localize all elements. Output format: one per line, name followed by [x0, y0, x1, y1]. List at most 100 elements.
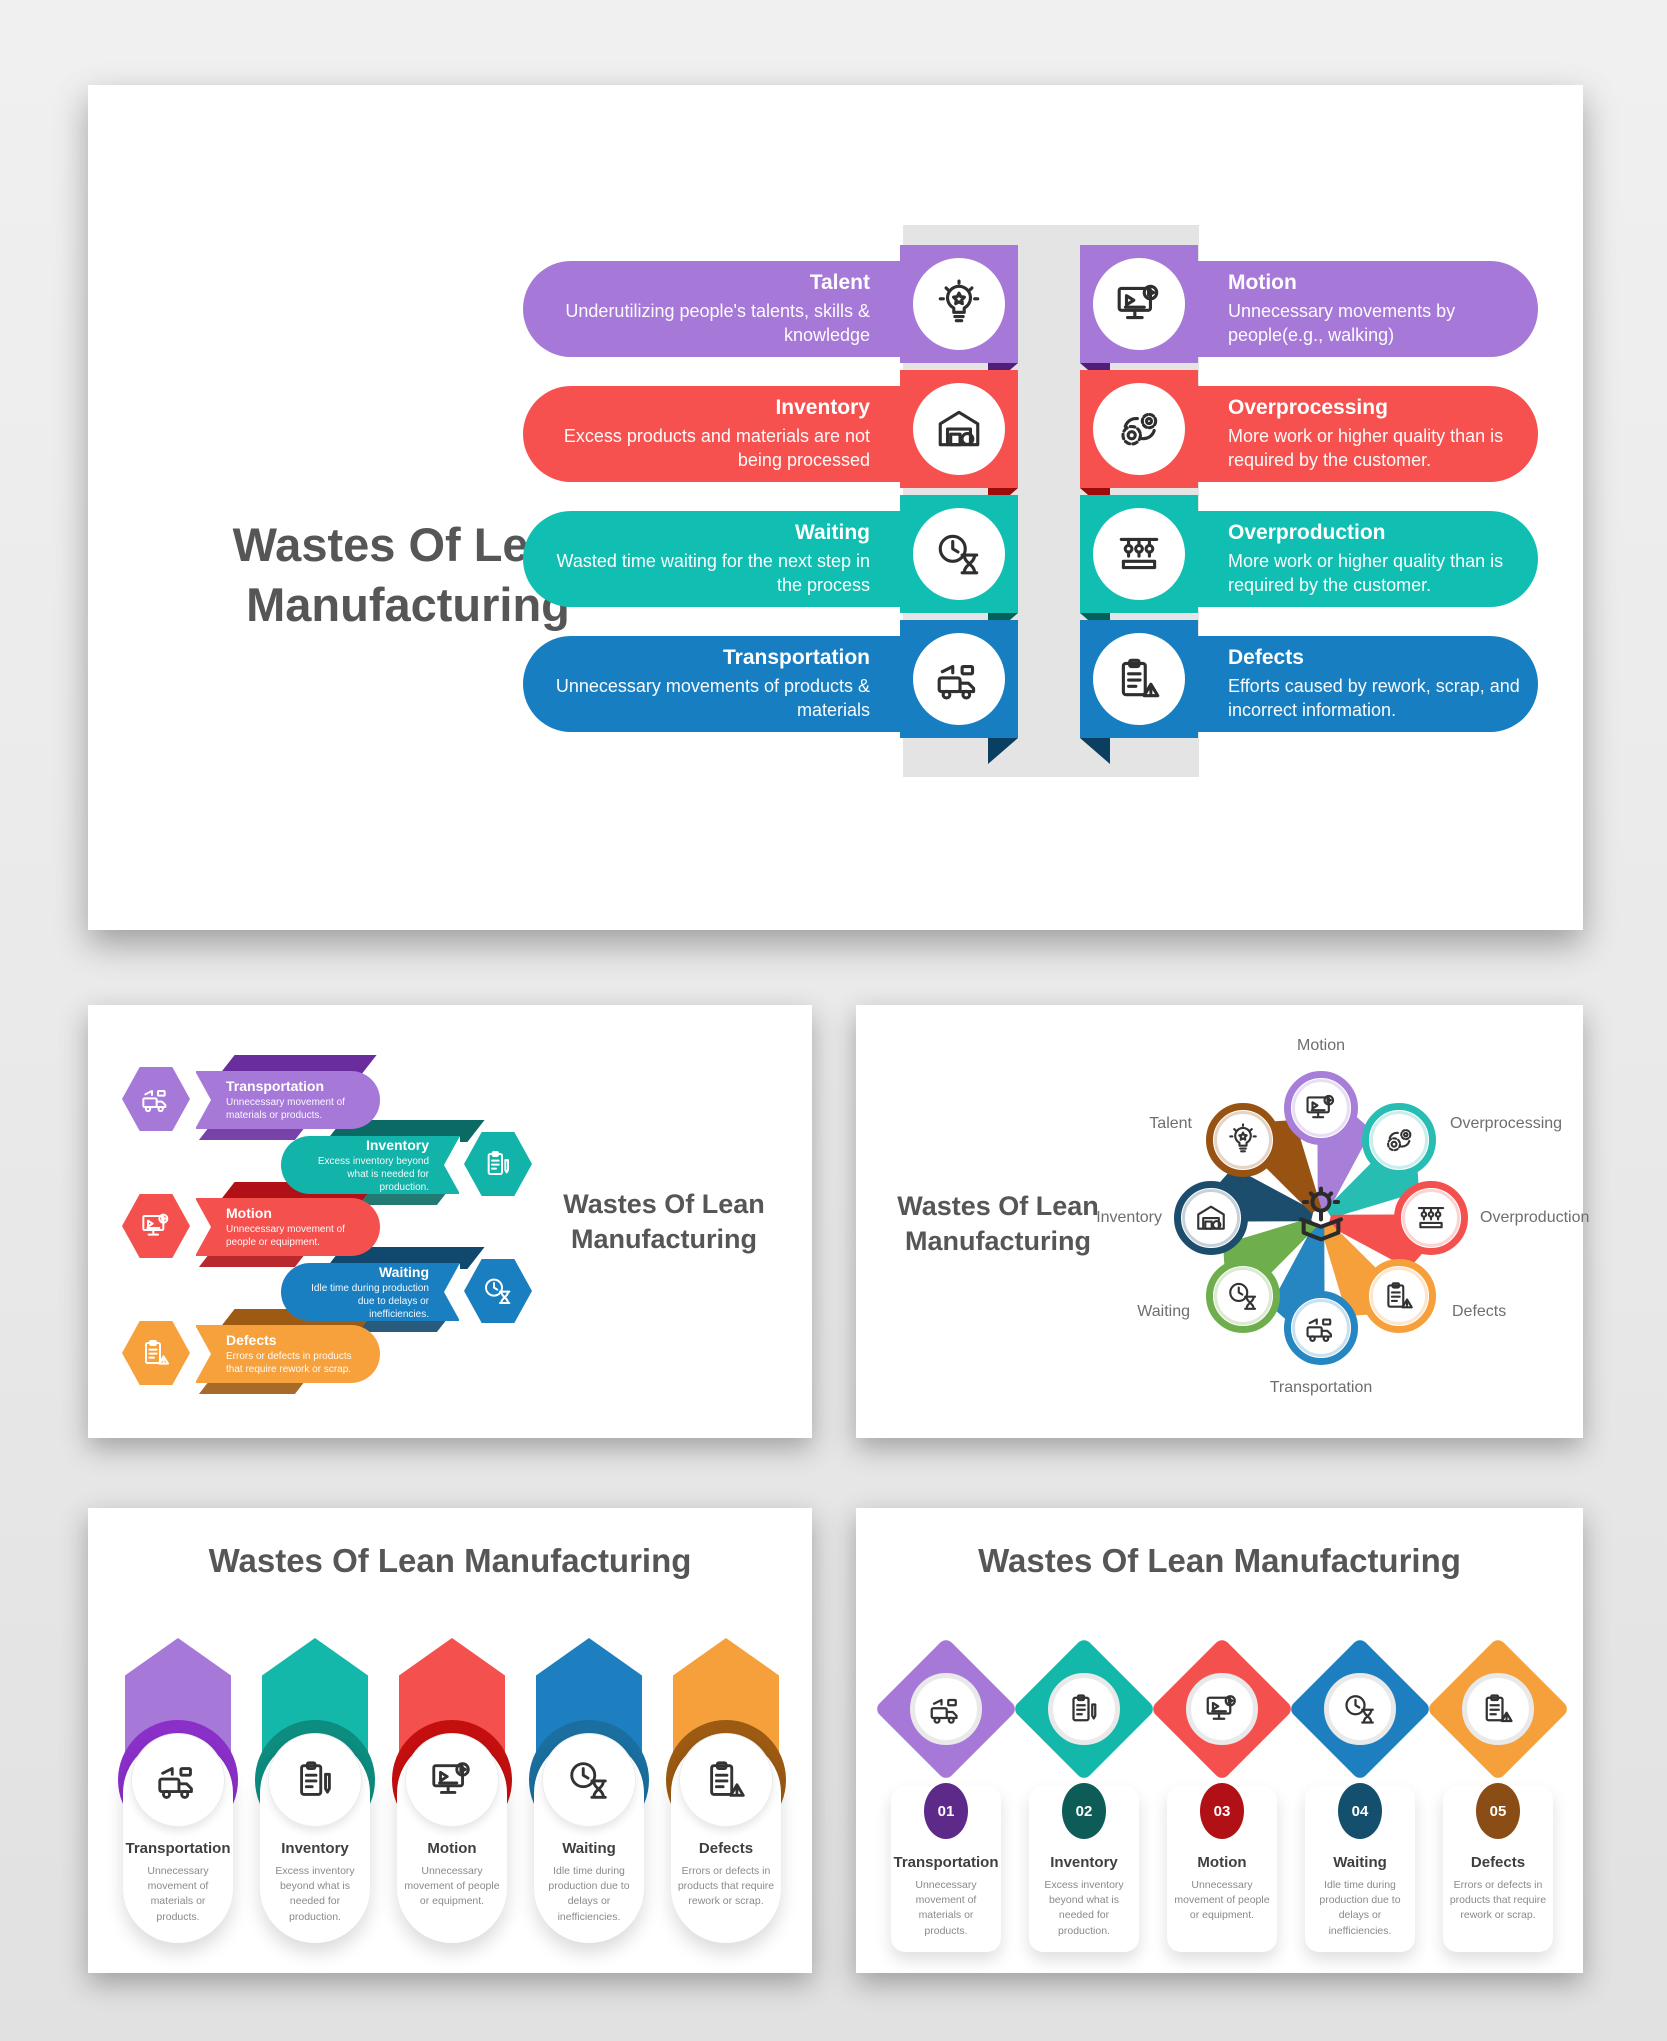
- petal-label: Waiting: [1137, 1303, 1190, 1320]
- pill-label: Inventory: [775, 395, 870, 419]
- clipboard-pen-icon: [292, 1757, 338, 1803]
- pill-body: Defects Efforts caused by rework, scrap,…: [1196, 636, 1538, 732]
- slide-preview-pinwheel[interactable]: Wastes Of Lean Manufacturing: [856, 1005, 1589, 1438]
- waste-pill-inventory: Inventory Excess products and materials …: [523, 370, 1018, 516]
- slide-title: Wastes Of Lean Manufacturing: [563, 1189, 765, 1255]
- pill-description: Wasted time waiting for the next step in…: [556, 550, 870, 595]
- petal-circle-talent: [1206, 1103, 1280, 1177]
- pill-description: More work or higher quality than is requ…: [1228, 425, 1504, 470]
- chevron-label: Motion: [226, 1205, 272, 1221]
- hexagon-icon-badge: [122, 1194, 190, 1258]
- capsule-description: Idle time during production due to delay…: [548, 1865, 630, 1923]
- diamond-icon-circle: [1048, 1673, 1120, 1745]
- chevron-row-inventory: Inventory Excess inventory beyond what i…: [88, 1120, 812, 1212]
- petal-circle-overprocessing: [1362, 1103, 1436, 1177]
- clipboard-warning-icon: [140, 1337, 172, 1369]
- diamond-icon-circle: [910, 1673, 982, 1745]
- capsule-label: Waiting: [562, 1840, 616, 1857]
- pill-icon-tab: [1080, 495, 1198, 613]
- pill-icon-circle: [913, 258, 1005, 350]
- monitor-motion-icon: [140, 1210, 172, 1242]
- pill-icon-circle: [913, 633, 1005, 725]
- capsule-label: Transportation: [125, 1840, 231, 1857]
- petal-label: Overproduction: [1480, 1209, 1590, 1226]
- pill-body: Motion Unnecessary movements by people(e…: [1196, 261, 1538, 357]
- petal-label: Inventory: [1096, 1209, 1162, 1226]
- petal-circle-inventory: [1174, 1181, 1248, 1255]
- gears-icon: [1114, 404, 1164, 454]
- diamond-icon-circle: [1186, 1673, 1258, 1745]
- slide-preview-main[interactable]: Wastes Of Lean Manufacturing Talent Unde…: [88, 85, 1583, 930]
- hexagon-icon-badge: [464, 1259, 532, 1323]
- capsule-icon-circle: [406, 1734, 498, 1826]
- waste-pill-waiting: Waiting Wasted time waiting for the next…: [523, 495, 1018, 641]
- slide-preview-capsules[interactable]: Wastes Of Lean Manufacturing Transportat…: [88, 1508, 812, 1973]
- step-number-badge: 01: [924, 1783, 968, 1839]
- pill-label: Motion: [1228, 270, 1297, 294]
- waste-pill-overprocessing: Overprocessing More work or higher quali…: [1080, 370, 1538, 516]
- slide-title: Wastes Of Lean Manufacturing: [978, 1542, 1461, 1579]
- chevron-description: Excess inventory beyond what is needed f…: [317, 1155, 429, 1193]
- pill-description: More work or higher quality than is requ…: [1228, 550, 1504, 595]
- pill-icon-circle: [913, 383, 1005, 475]
- hexagon-icon-badge: [122, 1067, 190, 1131]
- pinwheel-diagram: Motion Overprocessing Overproduction Def…: [1096, 1037, 1589, 1396]
- slide-preview-diamonds[interactable]: Wastes Of Lean Manufacturing 01 Transpor…: [856, 1508, 1583, 1973]
- step-number-badge: 02: [1062, 1783, 1106, 1839]
- monitor-motion-icon: [1114, 279, 1164, 329]
- step-number-badge: 03: [1200, 1783, 1244, 1839]
- chevron-description: Unnecessary movement of materials or pro…: [226, 1097, 345, 1121]
- slide-preview-chevrons[interactable]: Transportation Unnecessary movement of m…: [88, 1005, 812, 1438]
- step-label: Motion: [1197, 1854, 1247, 1871]
- petal-label: Transportation: [1269, 1379, 1373, 1396]
- clock-hourglass-icon: [482, 1275, 514, 1307]
- step-label: Transportation: [893, 1854, 999, 1871]
- chevron-bar: Inventory Excess inventory beyond what i…: [281, 1136, 459, 1194]
- clipboard-warning-icon: [1382, 1279, 1416, 1313]
- petal-circle-defects: [1362, 1259, 1436, 1333]
- clock-hourglass-icon: [1226, 1279, 1260, 1313]
- waste-pill-talent: Talent Underutilizing people's talents, …: [523, 245, 1018, 391]
- fold-triangle: [988, 738, 1018, 764]
- chevron-description: Idle time during production due to delay…: [311, 1282, 429, 1320]
- pill-body: Overproduction More work or higher quali…: [1196, 511, 1538, 607]
- capsule-icon-circle: [132, 1734, 224, 1826]
- pill-icon-circle: [1093, 383, 1185, 475]
- petal-circle-transportation: [1284, 1291, 1358, 1365]
- clipboard-warning-icon: [1114, 654, 1164, 704]
- petal-label: Defects: [1452, 1303, 1507, 1320]
- chevron-label: Defects: [226, 1332, 277, 1348]
- petal-circle-waiting: [1206, 1259, 1280, 1333]
- pill-icon-tab: [1080, 620, 1198, 738]
- clipboard-pen-icon: [482, 1148, 514, 1180]
- pill-icon-tab: [900, 620, 1018, 738]
- waste-pill-transportation: Transportation Unnecessary movements of …: [523, 620, 1018, 766]
- capsule-description: Unnecessary movement of materials or pro…: [147, 1865, 209, 1923]
- talent-bulb-icon: [934, 279, 984, 329]
- pill-icon-tab: [1080, 245, 1198, 363]
- waste-pill-motion: Motion Unnecessary movements by people(e…: [1080, 245, 1538, 391]
- capsule-icon-circle: [269, 1734, 361, 1826]
- chevron-label: Waiting: [378, 1263, 429, 1280]
- chevron-description: Errors or defects in products that requi…: [226, 1351, 352, 1375]
- truck-icon: [140, 1083, 172, 1115]
- pill-label: Defects: [1228, 645, 1304, 669]
- petal-label: Overprocessing: [1450, 1115, 1563, 1132]
- pill-description: Unnecessary movements of products & mate…: [555, 675, 870, 720]
- capsule-icon-circle: [680, 1734, 772, 1826]
- waste-pill-defects: Defects Efforts caused by rework, scrap,…: [1080, 620, 1538, 766]
- pill-label: Waiting: [794, 520, 870, 544]
- assembly-line-icon: [1114, 529, 1164, 579]
- hexagon-icon-badge: [122, 1321, 190, 1385]
- petal-circle-motion: [1284, 1071, 1358, 1145]
- truck-icon: [1304, 1311, 1338, 1345]
- clock-hourglass-icon: [934, 529, 984, 579]
- clock-hourglass-icon: [1342, 1691, 1378, 1727]
- clipboard-warning-icon: [703, 1757, 749, 1803]
- pill-description: Unnecessary movements by people(e.g., wa…: [1228, 300, 1456, 345]
- assembly-line-icon: [1414, 1201, 1448, 1235]
- pill-icon-tab: [900, 370, 1018, 488]
- diamond-icon-circle: [1462, 1673, 1534, 1745]
- petal-label: Talent: [1149, 1115, 1192, 1132]
